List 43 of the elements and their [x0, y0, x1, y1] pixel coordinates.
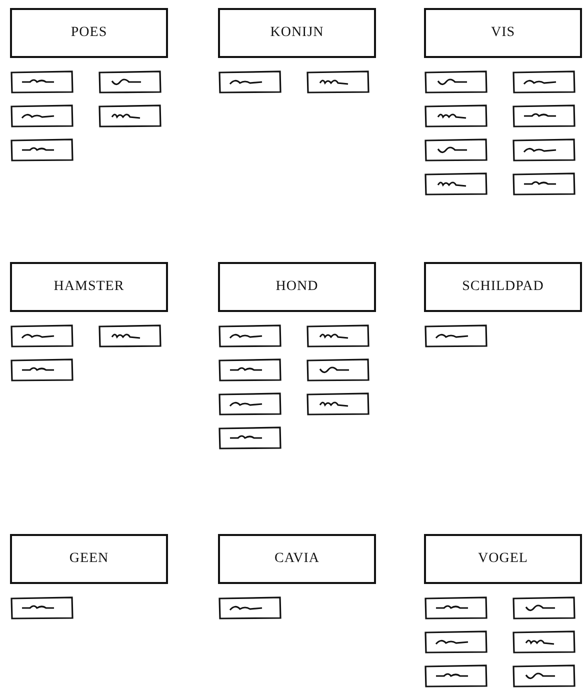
category-label: SCHILDPAD	[424, 262, 582, 312]
note-card	[512, 138, 576, 162]
note-card	[424, 664, 488, 688]
note-card	[512, 104, 576, 128]
note-card	[424, 172, 488, 196]
note-card	[512, 664, 576, 688]
note-card	[10, 324, 74, 348]
category-label: HOND	[218, 262, 376, 312]
note-card	[306, 358, 370, 382]
category-label: GEEN	[10, 534, 168, 584]
note-card	[306, 324, 370, 348]
note-card	[10, 138, 74, 162]
note-card	[512, 630, 576, 654]
note-card	[218, 324, 282, 348]
note-card	[424, 104, 488, 128]
note-card	[424, 324, 488, 348]
category-label: HAMSTER	[10, 262, 168, 312]
note-card	[424, 70, 488, 94]
category-label: VOGEL	[424, 534, 582, 584]
note-card	[98, 104, 162, 128]
note-card	[218, 392, 282, 416]
category-label: VIS	[424, 8, 582, 58]
note-card	[98, 70, 162, 94]
note-card	[218, 596, 282, 620]
category-label: POES	[10, 8, 168, 58]
note-card	[218, 358, 282, 382]
note-card	[306, 70, 370, 94]
note-card	[512, 172, 576, 196]
note-card	[306, 392, 370, 416]
note-card	[10, 358, 74, 382]
category-label: KONIJN	[218, 8, 376, 58]
note-card	[10, 596, 74, 620]
category-label: CAVIA	[218, 534, 376, 584]
note-card	[512, 596, 576, 620]
note-card	[424, 138, 488, 162]
note-card	[10, 70, 74, 94]
note-card	[424, 596, 488, 620]
note-card	[424, 630, 488, 654]
note-card	[98, 324, 162, 348]
note-card	[218, 426, 282, 450]
note-card	[10, 104, 74, 128]
note-card	[512, 70, 576, 94]
note-card	[218, 70, 282, 94]
